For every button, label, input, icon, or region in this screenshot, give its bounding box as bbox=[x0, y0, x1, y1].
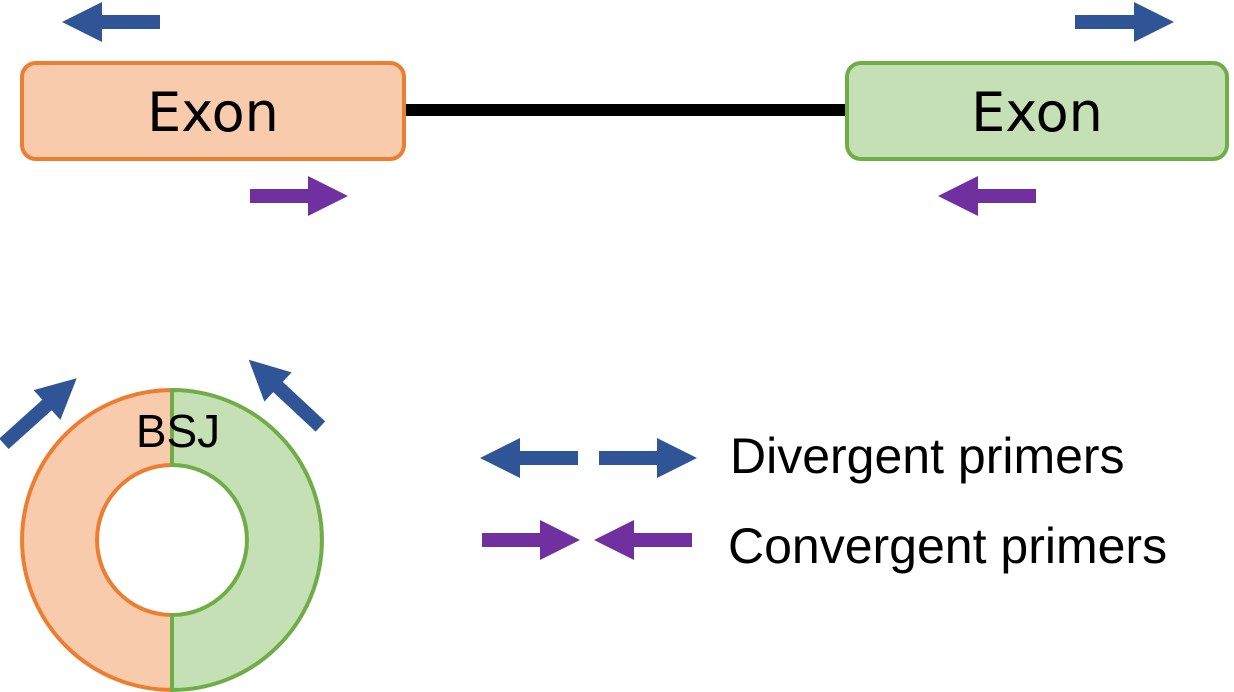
exon-left-label: Exon bbox=[147, 81, 279, 144]
divergent-primer-left-arrow bbox=[62, 2, 160, 42]
legend-convergent-right-arrow bbox=[482, 520, 580, 560]
linear-transcript: Exon Exon bbox=[20, 2, 1229, 216]
legend-divergent-label: Divergent primers bbox=[730, 428, 1125, 484]
exon-left bbox=[20, 61, 406, 161]
circrna-divergent-arrow-left bbox=[0, 378, 77, 450]
legend-convergent-left-arrow bbox=[594, 520, 692, 560]
legend: Divergent primers Convergent primers bbox=[480, 428, 1167, 574]
bsj-label: BSJ bbox=[136, 405, 220, 457]
convergent-primer-reverse-arrow bbox=[938, 176, 1036, 216]
exon-right bbox=[845, 61, 1229, 161]
legend-divergent-left-arrow bbox=[480, 438, 578, 478]
divergent-primer-right-arrow bbox=[1075, 2, 1174, 42]
circrna-right-half bbox=[170, 388, 324, 692]
legend-divergent-right-arrow bbox=[599, 438, 697, 478]
convergent-primer-forward-arrow bbox=[250, 176, 348, 216]
exon-right-label: Exon bbox=[971, 81, 1103, 144]
circrna-left-half bbox=[20, 388, 174, 692]
circrna-divergent-arrow-right bbox=[248, 359, 326, 432]
legend-convergent-label: Convergent primers bbox=[728, 518, 1167, 574]
circular-rna: BSJ bbox=[0, 359, 326, 692]
